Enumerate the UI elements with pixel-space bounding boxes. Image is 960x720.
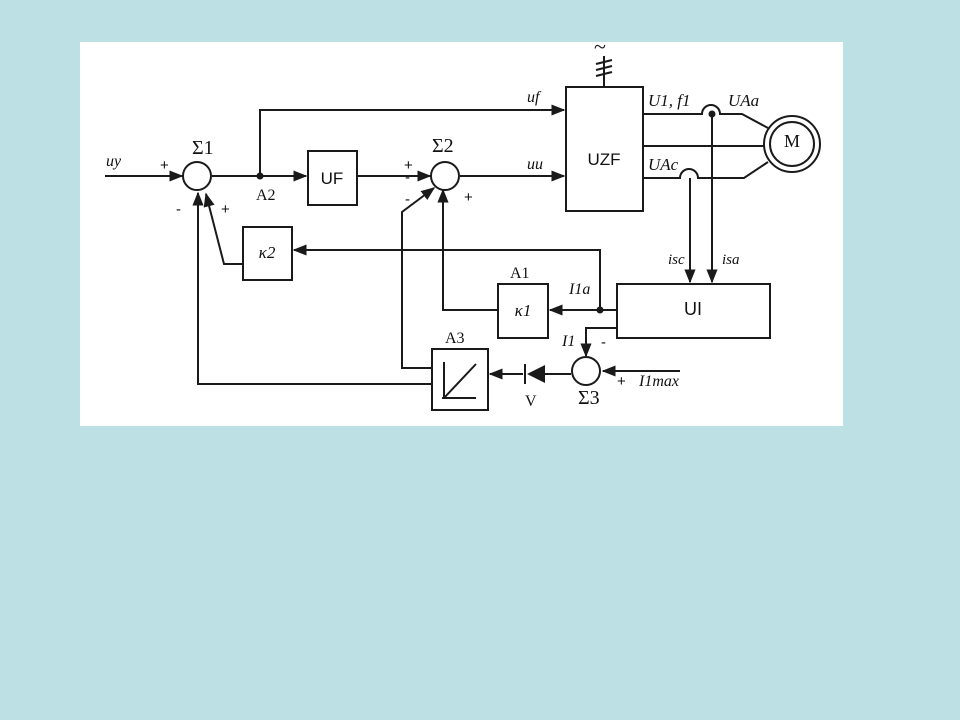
junction-i1a: [596, 306, 604, 314]
motor-inner: [769, 121, 815, 167]
wire-phase-c: [644, 161, 769, 179]
block-diagram: ~ M UF UZF: [105, 42, 821, 411]
wire-i1a-to-k2: [292, 244, 601, 310]
a3-limiter-icon: [442, 362, 477, 399]
summer-1: [182, 161, 212, 191]
summer-2-label: Σ2: [432, 135, 454, 157]
uf-label: UF: [321, 169, 344, 188]
sign-s1-bottom: -: [176, 201, 181, 218]
signal-i1max: I1max: [638, 373, 679, 390]
summer-1-label: Σ1: [192, 137, 214, 159]
block-k2: [242, 226, 293, 281]
signal-i1: I1: [561, 333, 575, 350]
sign-s2-bottom: -: [405, 191, 410, 208]
diode-icon: [527, 365, 545, 383]
ui-label: UI: [684, 299, 702, 319]
block-uf: [307, 150, 358, 206]
junction-isa: [708, 110, 716, 118]
block-ui: [616, 283, 771, 339]
sign-s1-right: +: [221, 201, 230, 218]
wire-ui-to-s3: [580, 327, 616, 358]
signal-uaa: UAa: [728, 91, 759, 110]
wire-a3-to-s2: [401, 187, 436, 369]
a3-designator: A3: [445, 330, 465, 347]
signal-isc: isc: [668, 252, 685, 268]
motor-outer: [763, 115, 821, 173]
wire-a3-to-s1: [192, 191, 432, 385]
block-a3: [431, 348, 489, 411]
sign-s3-top: -: [601, 334, 606, 351]
supply-hatch: [595, 59, 613, 77]
a1-designator: A1: [510, 265, 530, 282]
signal-uf: uf: [527, 89, 542, 106]
sign-s2-input-plus: +: [404, 157, 413, 174]
summer-3: [571, 356, 601, 386]
wire-phase-a: [644, 104, 769, 129]
v-designator: V: [525, 393, 537, 410]
a2-designator: A2: [256, 187, 276, 204]
signal-uac: UAc: [648, 155, 679, 174]
signal-i1a: I1a: [568, 281, 590, 298]
block-uzf: [565, 86, 644, 212]
k2-label: κ2: [259, 243, 276, 262]
wire-uf-to-uzf: [259, 104, 566, 176]
sign-s3-right: +: [617, 373, 626, 390]
uzf-label: UZF: [587, 150, 620, 169]
supply-symbol: ~: [594, 42, 606, 59]
wire-k1-to-s2: [437, 188, 498, 311]
summer-3-label: Σ3: [578, 387, 600, 409]
sign-s2-input-minus: -: [405, 169, 410, 186]
diagram-panel: ~ M UF UZF: [80, 42, 843, 426]
signal-isa: isa: [722, 252, 740, 268]
motor-label: M: [784, 131, 800, 151]
junction-a2: [256, 172, 264, 180]
sign-s2-right: +: [464, 189, 473, 206]
sign-s1-input: +: [160, 157, 169, 174]
signal-uu: uu: [527, 156, 543, 173]
wire-k2-to-s1: [203, 192, 242, 265]
signal-uy: uy: [106, 153, 122, 170]
block-k1: [497, 283, 549, 339]
summer-2: [430, 161, 460, 191]
signal-u1f1: U1, f1: [648, 91, 691, 110]
k1-label: κ1: [515, 301, 532, 320]
